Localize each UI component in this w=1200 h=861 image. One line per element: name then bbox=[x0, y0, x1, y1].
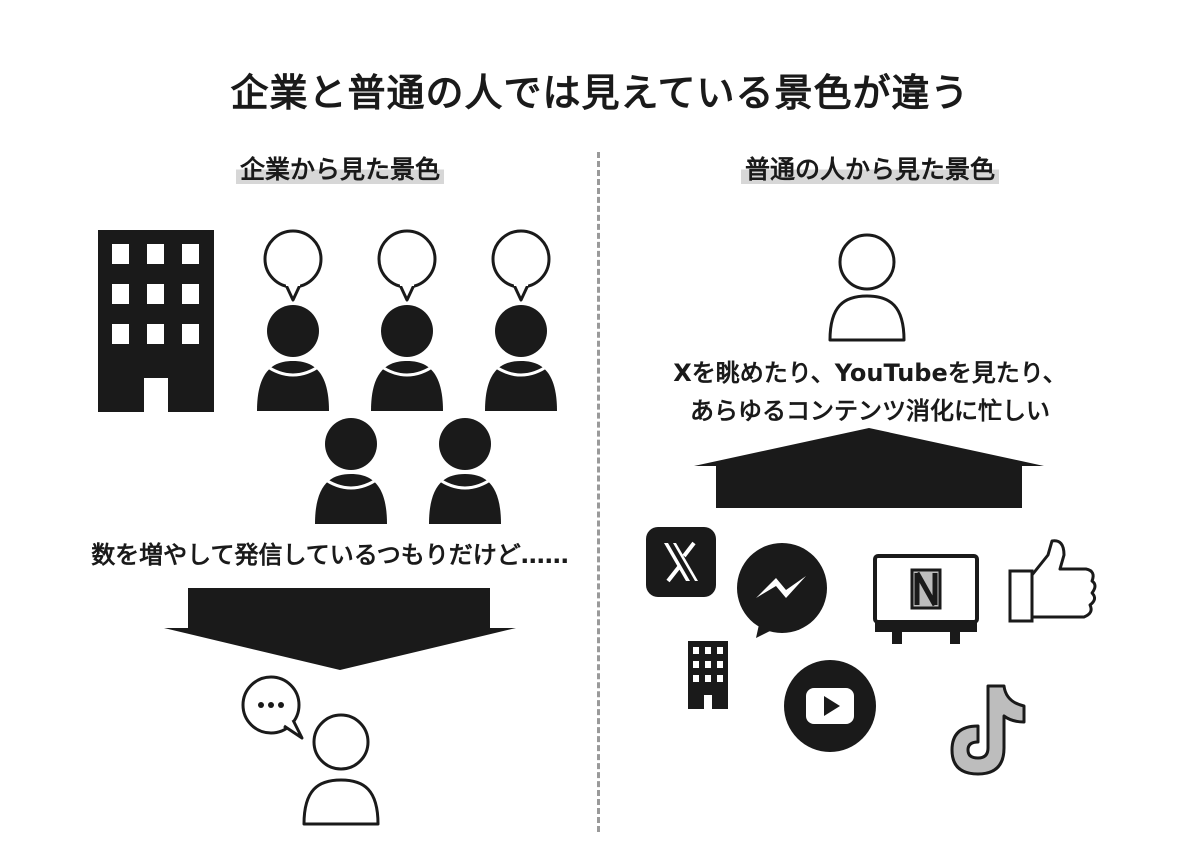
person-filled-icon bbox=[429, 418, 501, 524]
left-caption: 数を増やして発信しているつもりだけど…… bbox=[91, 541, 569, 569]
office-building-icon bbox=[688, 641, 728, 709]
messenger-icon bbox=[737, 543, 827, 638]
person-filled-icon bbox=[485, 305, 557, 411]
office-building-icon bbox=[98, 230, 214, 412]
right-caption-line1: Xを眺めたり、YouTubeを見たり、 bbox=[673, 359, 1067, 387]
center-divider bbox=[597, 152, 600, 832]
left-heading-text: 企業から見た景色 bbox=[235, 155, 444, 184]
person-filled-icon bbox=[257, 305, 329, 411]
down-arrow-icon bbox=[164, 588, 516, 670]
speech-bubble-icon bbox=[377, 229, 437, 302]
right-caption-line2: あらゆるコンテンツ消化に忙しい bbox=[690, 397, 1050, 425]
thumbs-up-icon bbox=[1008, 539, 1097, 623]
tv-netflix-icon bbox=[873, 554, 979, 644]
person-filled-icon bbox=[371, 305, 443, 411]
x-logo-icon bbox=[646, 527, 716, 597]
person-filled-icon bbox=[315, 418, 387, 524]
right-heading: 普通の人から見た景色 bbox=[660, 150, 1080, 186]
person-outline-icon bbox=[828, 233, 906, 342]
thinking-bubble-icon bbox=[241, 675, 304, 740]
tiktok-icon bbox=[950, 684, 1026, 776]
person-outline-icon bbox=[302, 713, 380, 826]
page-title: 企業と普通の人では見えている景色が違う bbox=[230, 71, 970, 115]
right-heading-text: 普通の人から見た景色 bbox=[740, 155, 999, 184]
speech-bubble-icon bbox=[263, 229, 323, 302]
speech-bubble-icon bbox=[491, 229, 551, 302]
left-heading: 企業から見た景色 bbox=[130, 150, 550, 186]
up-arrow-icon bbox=[694, 428, 1044, 508]
youtube-icon bbox=[784, 660, 876, 752]
